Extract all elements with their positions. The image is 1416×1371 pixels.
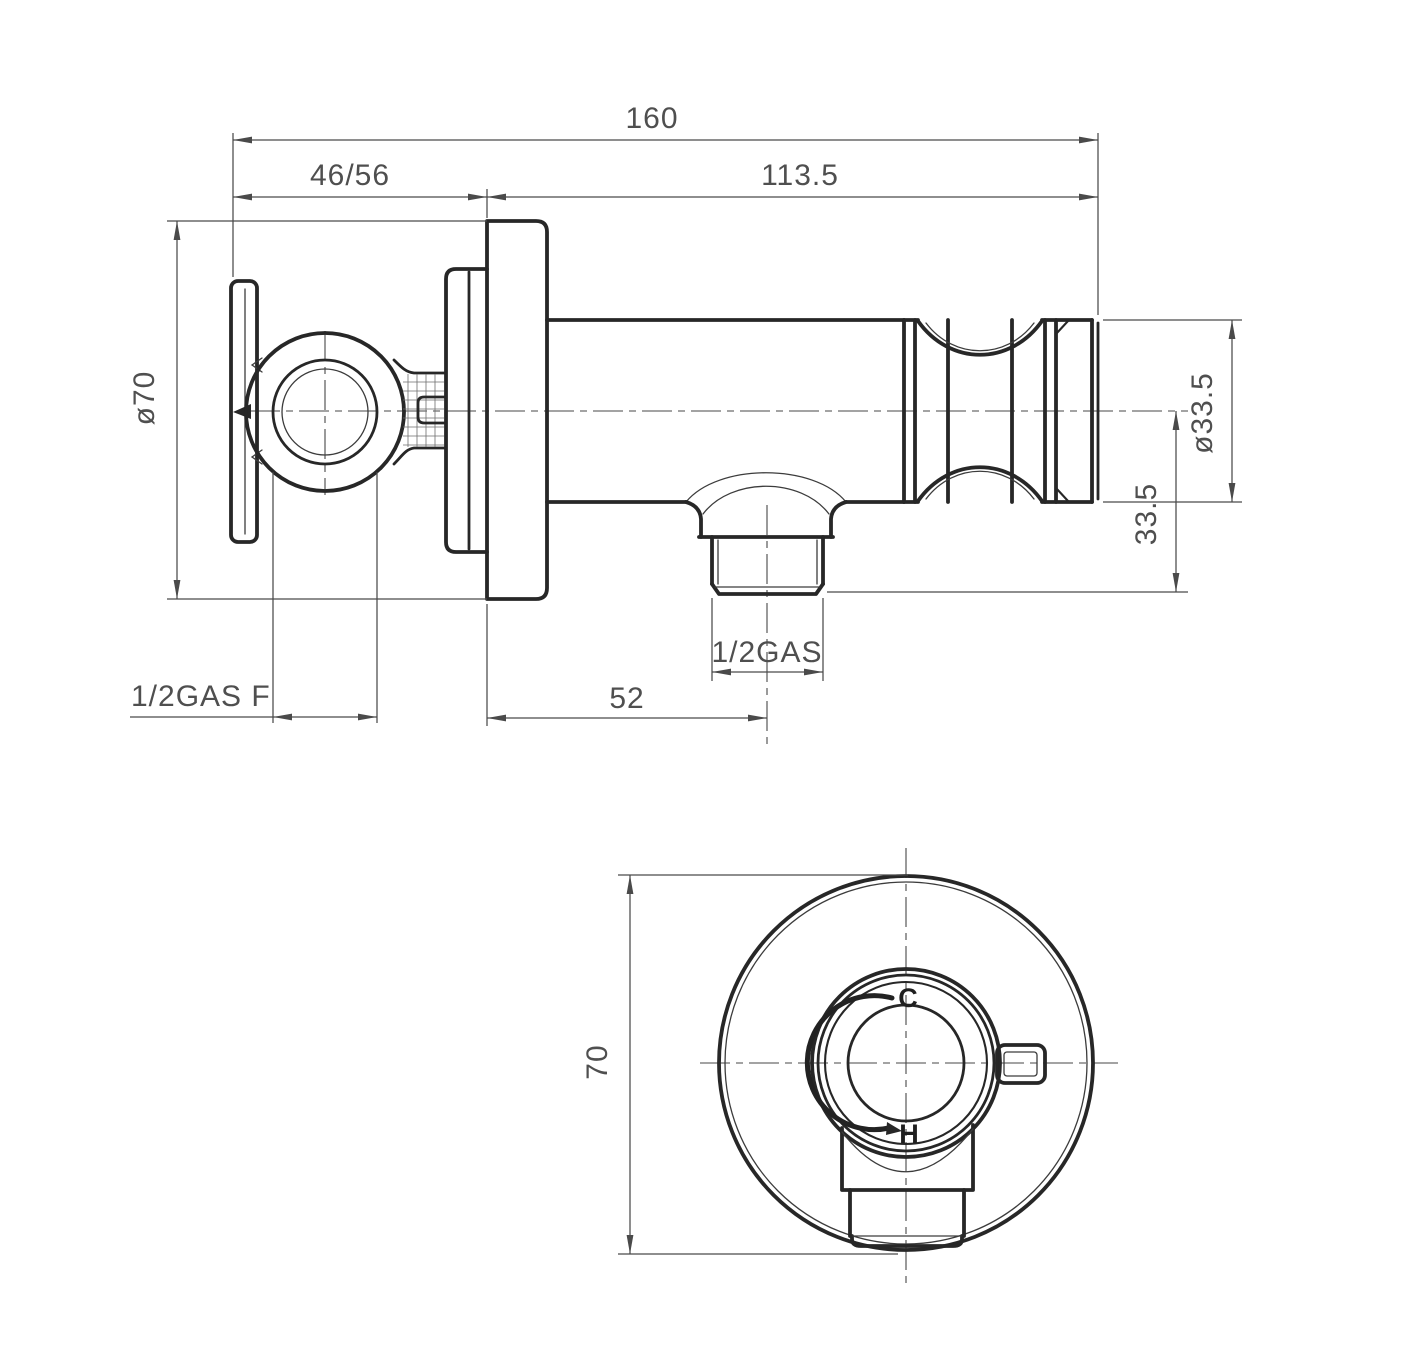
knob-ring-outer [810, 967, 1002, 1159]
lever-tab [995, 1043, 1047, 1085]
dim160-extensions [232, 133, 1099, 315]
temperature-arc [804, 993, 895, 1133]
handle-bar [229, 279, 259, 544]
dimgasf-extensions [272, 472, 378, 723]
dim-overall-length-label: 160 [625, 102, 678, 135]
dim-body-length-label: 113.5 [761, 159, 839, 192]
dim70side-extensions [167, 220, 487, 600]
outlet-front-body [840, 1123, 975, 1192]
escutcheon-plate [485, 219, 549, 601]
dim-outlet-offset-label: 33.5 [1130, 483, 1163, 545]
axis-arrow [233, 404, 251, 419]
knob-face-circle [846, 1003, 966, 1123]
dim-inlet-thread-label: 1/2GAS F [131, 680, 271, 713]
side-view: 160 46/56 113.5 ø70 ø33.5 33.5 52 1/2GAS… [128, 102, 1242, 744]
bell-right-side [829, 500, 848, 539]
hot-label: H [899, 1119, 919, 1149]
knob-outer-circle [244, 331, 406, 493]
holder-concave-top-inner [925, 322, 1035, 352]
dim-outlet-distance-label: 52 [609, 682, 644, 715]
holder-concave-top [916, 319, 1044, 357]
lever-tab-inner [1003, 1051, 1038, 1077]
knob-ring-inner [823, 980, 989, 1146]
nipple-sides [710, 535, 825, 586]
endcap-chamfers [1054, 319, 1070, 503]
dim-plate-diameter-label: ø70 [128, 371, 161, 426]
stem-key [416, 395, 446, 425]
front-view: C H 70 [581, 848, 1118, 1288]
dim335dia-extensions [1103, 319, 1242, 503]
nipple-chamfer [710, 582, 825, 596]
dim70front-extensions [618, 874, 908, 1255]
dimgas-extensions [711, 598, 824, 681]
plate-outer-circle [717, 874, 1095, 1252]
bell-left-side [684, 500, 703, 539]
stem-neck-bottom [392, 446, 446, 466]
dim-outlet-thread-label: 1/2GAS [711, 636, 822, 669]
bell-inner-arc [702, 485, 830, 515]
flange-body [444, 267, 489, 554]
temperature-arc-arrowhead [886, 1122, 902, 1135]
thread-front-sides [848, 1188, 966, 1238]
holder-concave-bottom-inner [925, 470, 1035, 500]
plate-inner-circle [724, 881, 1088, 1245]
dim-holder-diameter-label: ø33.5 [1186, 372, 1219, 454]
dim-front-plate-diameter-label: 70 [581, 1044, 614, 1079]
nipple-thread-lines [717, 539, 818, 585]
thread-front-chamfer [850, 1234, 964, 1248]
knob-middle-circle [271, 358, 379, 466]
knob-inner-circle [281, 368, 369, 456]
holder-concave-bottom [916, 465, 1044, 503]
dim-wall-range-label: 46/56 [310, 159, 390, 192]
cold-label: C [898, 983, 918, 1013]
holder-flat-edges [902, 318, 1094, 504]
holder-ring-lines [902, 318, 1058, 504]
stem-neck-top [392, 358, 446, 375]
outlet-front-arc [841, 1128, 974, 1173]
knob-ring-mid [816, 973, 996, 1153]
bell-outer-arc [685, 472, 847, 503]
